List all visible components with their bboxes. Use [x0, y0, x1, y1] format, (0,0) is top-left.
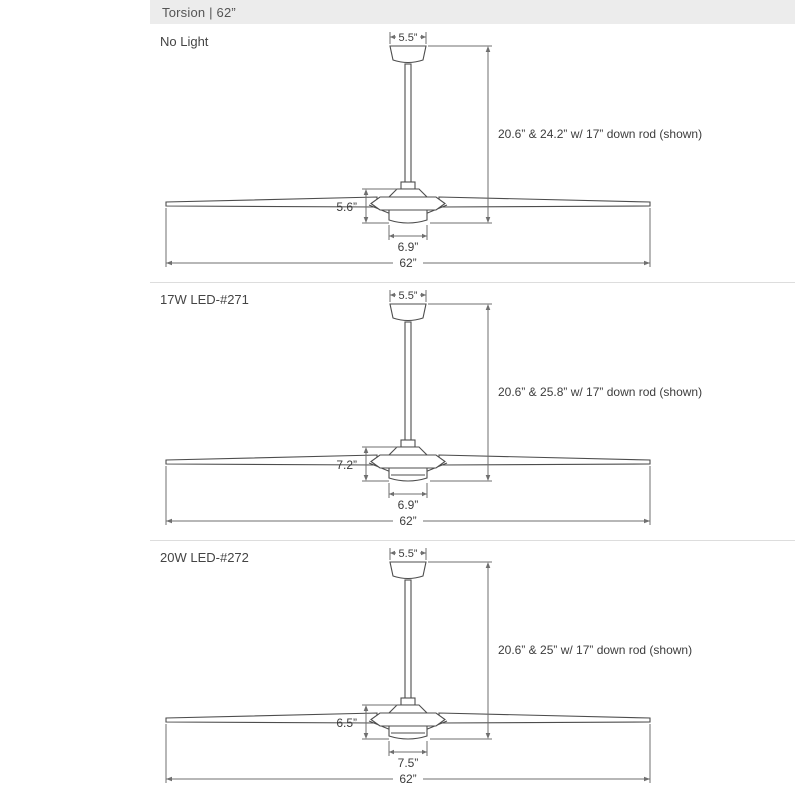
fan-dimension-diagram: 17W LED-#271 — [150, 282, 795, 528]
housing-height-label: 5.6” — [336, 200, 357, 214]
dimension-housing-height: 6.5” — [336, 704, 397, 740]
dimension-housing-width: 6.9” — [388, 483, 428, 512]
dimension-overall-height: 20.6” & 24.2” w/ 17” down rod (shown) — [428, 45, 702, 224]
motor-housing-cap — [387, 446, 429, 456]
down-rod — [404, 63, 412, 185]
motor-housing — [370, 196, 446, 211]
blade-span-label: 62” — [399, 514, 416, 528]
motor-drum — [388, 209, 428, 224]
dimension-housing-height: 7.2” — [336, 446, 397, 482]
dimension-housing-width: 7.5” — [388, 741, 428, 770]
overall-height-label: 20.6” & 25.8” w/ 17” down rod (shown) — [498, 385, 702, 399]
overall-height-label: 20.6” & 25” w/ 17” down rod (shown) — [498, 643, 692, 657]
canopy-width-label: 5.5” — [399, 32, 418, 44]
fan-spec-section-17w-led: 17W LED-#271 — [0, 282, 800, 540]
rod-coupler — [400, 439, 416, 448]
dimension-blade-span: 62” — [165, 724, 651, 786]
motor-housing-cap — [387, 188, 429, 198]
page-title: Torsion | 62” — [162, 4, 236, 20]
dimension-overall-height: 20.6” & 25” w/ 17” down rod (shown) — [428, 561, 692, 740]
motor-housing — [370, 454, 446, 469]
rod-coupler — [400, 697, 416, 706]
dimension-blade-span: 62” — [165, 466, 651, 528]
fan-dimension-diagram: 20W LED-#272 — [150, 540, 795, 786]
dimension-housing-width: 6.9” — [388, 225, 428, 254]
housing-height-label: 6.5” — [336, 716, 357, 730]
blade-span-label: 62” — [399, 772, 416, 786]
ceiling-canopy — [389, 561, 427, 580]
fan-blade-right — [438, 712, 651, 724]
section-label: 17W LED-#271 — [160, 292, 249, 307]
overall-height-label: 20.6” & 24.2” w/ 17” down rod (shown) — [498, 127, 702, 141]
dimension-blade-span: 62” — [165, 208, 651, 270]
housing-height-label: 7.2” — [336, 458, 357, 472]
fan-drawing — [165, 561, 651, 740]
motor-housing-cap — [387, 704, 429, 714]
blade-span-label: 62” — [399, 256, 416, 270]
fan-dimension-diagram: No Light — [160, 32, 702, 270]
fan-spec-sections: No Light — [0, 24, 800, 798]
housing-width-label: 6.9” — [398, 240, 419, 254]
section-label: No Light — [160, 34, 209, 49]
fan-drawing — [165, 303, 651, 482]
motor-housing — [370, 712, 446, 727]
dimension-overall-height: 20.6” & 25.8” w/ 17” down rod (shown) — [428, 303, 702, 482]
fan-drawing — [165, 45, 651, 224]
housing-width-label: 6.9” — [398, 498, 419, 512]
fan-spec-section-20w-led: 20W LED-#272 — [0, 540, 800, 798]
dimension-canopy-width: 5.5” — [389, 290, 427, 302]
fan-spec-section-no-light: No Light — [0, 24, 800, 282]
down-rod — [404, 321, 412, 443]
canopy-width-label: 5.5” — [399, 548, 418, 560]
dimension-canopy-width: 5.5” — [389, 548, 427, 560]
section-label: 20W LED-#272 — [160, 550, 249, 565]
down-rod — [404, 579, 412, 701]
dimension-housing-height: 5.6” — [336, 188, 397, 224]
rod-coupler — [400, 181, 416, 190]
canopy-width-label: 5.5” — [399, 290, 418, 302]
spec-sheet-header: Torsion | 62” — [150, 0, 795, 24]
fan-blade-right — [438, 196, 651, 208]
fan-blade-right — [438, 454, 651, 466]
housing-width-label: 7.5” — [398, 756, 419, 770]
ceiling-canopy — [389, 45, 427, 64]
ceiling-canopy — [389, 303, 427, 322]
dimension-canopy-width: 5.5” — [389, 32, 427, 44]
